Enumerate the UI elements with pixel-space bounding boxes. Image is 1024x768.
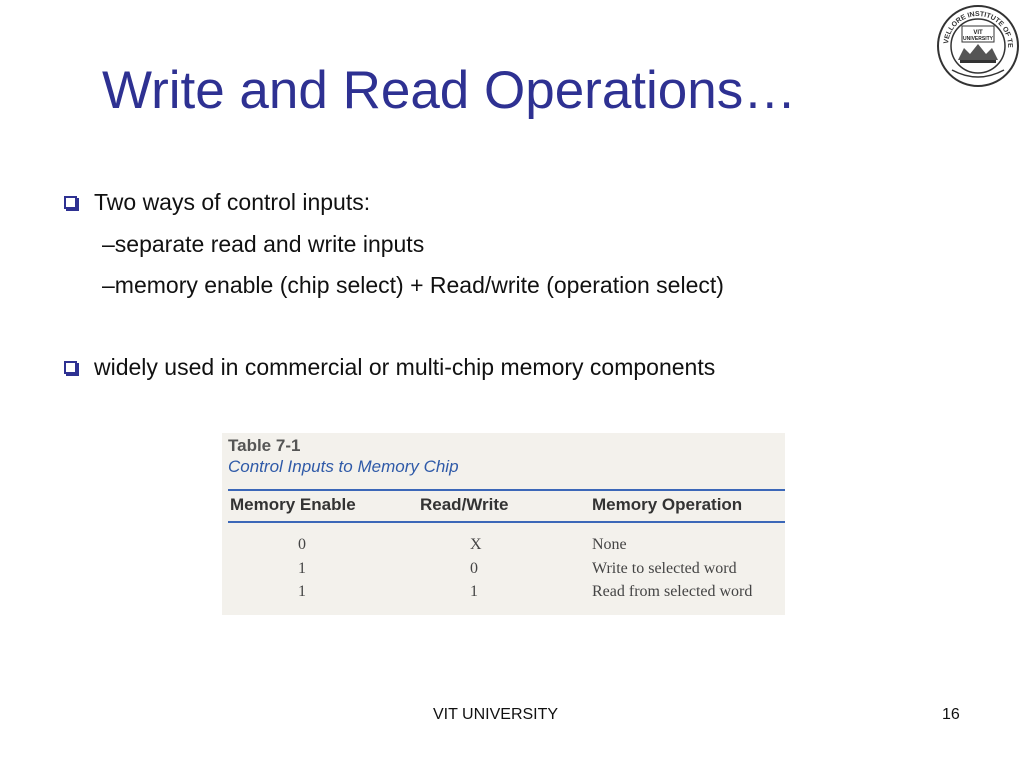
sub-item: –memory enable (chip select) + Read/writ… — [102, 272, 724, 298]
table-cell: X — [470, 536, 482, 553]
square-bullet-icon — [64, 361, 77, 374]
bullet-item: Two ways of control inputs: — [64, 189, 370, 216]
table-header-rule — [228, 521, 785, 523]
table-cell: None — [592, 536, 627, 553]
table-cell: 1 — [298, 560, 306, 577]
bullet-item: widely used in commercial or multi-chip … — [64, 354, 715, 381]
table-cell: Write to selected word — [592, 560, 737, 577]
table-cell: 1 — [298, 583, 306, 600]
bullet-text: widely used in commercial or multi-chip … — [94, 354, 716, 380]
slide-number: 16 — [942, 706, 960, 723]
bullet-text: Two ways of control inputs: — [94, 189, 371, 215]
table-cell: Read from selected word — [592, 583, 753, 600]
table-number: Table 7-1 — [228, 436, 301, 455]
svg-text:UNIVERSITY: UNIVERSITY — [963, 36, 994, 42]
column-header: Read/Write — [420, 495, 509, 514]
sub-item: –separate read and write inputs — [102, 231, 425, 257]
table-cell: 0 — [298, 536, 306, 553]
table-cell: 1 — [470, 583, 478, 600]
svg-text:VIT: VIT — [973, 30, 983, 36]
table-cell: 0 — [470, 560, 478, 577]
slide-title: Write and Read Operations… — [102, 61, 797, 120]
column-header: Memory Enable — [230, 495, 356, 514]
square-bullet-icon — [64, 196, 77, 209]
table-top-rule — [228, 489, 785, 491]
memory-control-table-image: Table 7-1 Control Inputs to Memory Chip … — [222, 433, 785, 615]
table-caption: Control Inputs to Memory Chip — [228, 457, 459, 476]
column-header: Memory Operation — [592, 495, 743, 514]
university-seal-logo: VELLORE INSTITUTE OF TECHNOLOGY VIT UNIV… — [936, 4, 1019, 87]
footer-text: VIT UNIVERSITY — [433, 706, 559, 723]
